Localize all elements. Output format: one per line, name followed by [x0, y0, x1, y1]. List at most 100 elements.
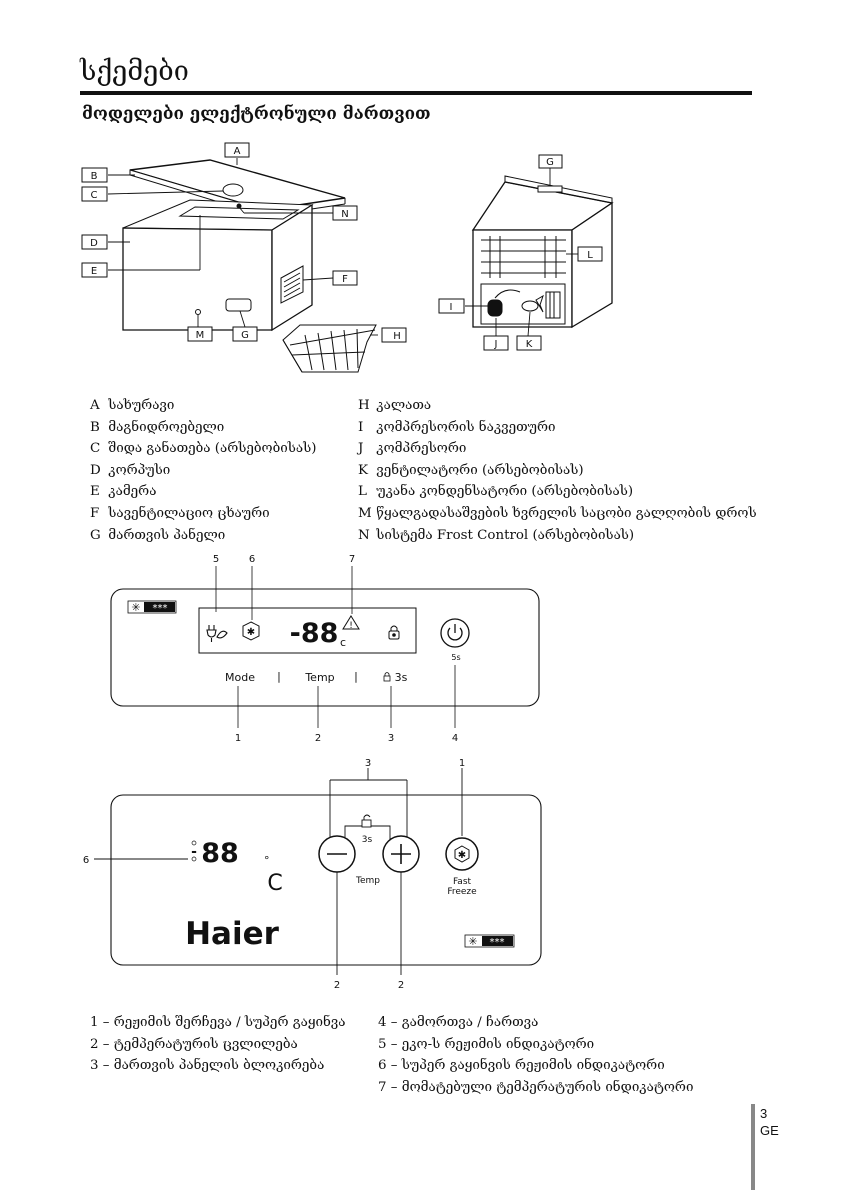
functions-list-left: 1 – რეჟიმის შერჩევა / სუპერ გაყინვა 2 – …	[90, 1012, 346, 1077]
lock-icon	[388, 625, 400, 640]
callout-g: G	[241, 330, 249, 341]
label-1: 1	[459, 758, 465, 769]
svg-text:***: ***	[490, 937, 505, 948]
panel2-indicator-icons	[191, 840, 197, 862]
callout-j: J	[494, 339, 498, 350]
legend-item: G მართვის პანელი	[90, 527, 226, 543]
callout-l: L	[587, 250, 593, 261]
label-3: 3	[388, 733, 394, 744]
label-1: 1	[235, 733, 241, 744]
title-divider	[80, 91, 752, 95]
list-item: 1 – რეჟიმის შერჩევა / სუპერ გაყინვა	[90, 1015, 346, 1030]
minus-button[interactable]	[318, 835, 356, 873]
callout-a: A	[234, 146, 241, 157]
list-item: 7 – მომატებული ტემპერატურის ინდიკატორი	[378, 1079, 694, 1095]
label-5: 5	[213, 554, 219, 565]
legend-item: J კომპრესორი	[358, 441, 467, 457]
callout-d: D	[90, 238, 98, 249]
section-subtitle: მოდელები ელექტრონული მართვით	[82, 104, 431, 124]
callout-m: M	[196, 330, 205, 341]
legend-item: D კორპუსი	[90, 462, 171, 478]
parts-legend-left: A სახურავი B მაგნიდროებელი C შიდა განათე…	[90, 395, 316, 546]
page-title: სქემები	[80, 56, 189, 87]
panel1-display-window	[198, 607, 417, 654]
separator: |	[354, 670, 358, 683]
chest-freezer-front-view	[122, 159, 377, 373]
separator: |	[277, 670, 281, 683]
svg-text:✱: ✱	[458, 850, 466, 861]
lock-hold-label: 3s	[362, 835, 373, 845]
legend-item: B მაგნიდროებელი	[90, 419, 225, 435]
panel2-unit-c: C	[267, 871, 282, 896]
control-panel-1: ✳ *** ✱ -88 c ! 5s Mode | Temp | 3s	[110, 554, 540, 744]
control-panel-2: 3 1 6 2 2 - 88 ° C 3s Temp ✱ Fast Freeze…	[83, 758, 542, 991]
svg-text:✳: ✳	[131, 601, 140, 614]
callout-f: F	[342, 274, 348, 285]
svg-text:✳: ✳	[468, 935, 477, 948]
temp-label: Temp	[355, 876, 380, 886]
warning-triangle-icon: !	[342, 615, 360, 631]
right-callout-boxes	[438, 154, 603, 351]
freezer-diagram: A B C D E N F M G H G L I J K	[81, 142, 614, 373]
callout-i: I	[450, 302, 453, 313]
panel2-frame	[110, 794, 542, 966]
page-margin-bar	[751, 1104, 755, 1190]
callout-k: K	[526, 339, 533, 350]
list-item: 5 – ეკო-ს რეჟიმის ინდიკატორი	[378, 1036, 595, 1052]
label-2: 2	[398, 980, 404, 991]
panel2-temp-display: 88	[201, 838, 239, 869]
mode-button[interactable]: Mode	[225, 671, 255, 684]
svg-text:***: ***	[153, 603, 168, 614]
label-4: 4	[452, 733, 458, 744]
brand-logo: Haier	[185, 916, 280, 952]
super-freeze-indicator-icon: ✱	[242, 621, 260, 641]
power-hold-label: 5s	[451, 653, 460, 662]
panel1-stars-badge: ✳ ***	[127, 600, 177, 614]
panel1-temp-unit: c	[340, 636, 346, 649]
eco-plug-icon	[206, 625, 228, 642]
list-item: 4 – გამორთვა / ჩართვა	[378, 1015, 539, 1030]
legend-item: L უკანა კონდენსატორი (არსებობისას)	[358, 484, 634, 500]
legend-item: M წყალგადასაშვების ხვრელის საცობი გალღობ…	[358, 505, 757, 521]
svg-text:!: !	[349, 621, 353, 631]
functions-list-right: 4 – გამორთვა / ჩართვა 5 – ეკო-ს რეჟიმის …	[378, 1012, 693, 1098]
callout-b: B	[91, 171, 98, 182]
fast-freeze-label-2: Freeze	[447, 887, 477, 897]
panel2-stars-badge: ✳ ***	[464, 934, 515, 948]
lock-button[interactable]: 3s	[395, 671, 408, 684]
right-callout-leaders	[465, 168, 578, 337]
label-7: 7	[349, 554, 355, 565]
callout-n: N	[341, 209, 348, 220]
plus-button[interactable]	[382, 835, 420, 873]
fast-freeze-label-1: Fast	[453, 877, 472, 887]
page-number: 3	[760, 1106, 768, 1121]
callout-g-rear: G	[546, 157, 554, 168]
temp-button[interactable]: Temp	[304, 671, 334, 684]
svg-text:✱: ✱	[247, 627, 255, 638]
panel1-temp-display: -88	[290, 618, 339, 649]
language-code: GE	[760, 1123, 779, 1138]
label-6: 6	[249, 554, 255, 565]
callout-h: H	[393, 331, 401, 342]
list-item: 3 – მართვის პანელის ბლოკირება	[90, 1058, 325, 1073]
panel2-lock-icon	[361, 814, 372, 828]
panel2-degree: °	[264, 854, 270, 867]
legend-item: H კალათა	[358, 398, 432, 413]
small-lock-icon	[383, 672, 391, 682]
legend-item: E კამერა	[90, 484, 157, 500]
label-2: 2	[334, 980, 340, 991]
chest-freezer-rear-view	[471, 175, 614, 329]
panel1-frame	[110, 588, 540, 707]
left-callout-boxes	[81, 142, 407, 343]
legend-item: N სისტემა Frost Control (არსებობისას)	[358, 527, 635, 543]
label-6: 6	[83, 855, 89, 866]
list-item: 2 – ტემპერატურის ცვლილება	[90, 1036, 298, 1052]
fast-freeze-button[interactable]: ✱	[445, 837, 479, 871]
label-3: 3	[365, 758, 371, 769]
legend-item: K ვენტილატორი (არსებობისას)	[358, 462, 584, 478]
legend-item: A სახურავი	[90, 398, 175, 413]
power-button[interactable]	[440, 618, 470, 648]
parts-legend-right: H კალათა I კომპრესორის ნაკვეთური J კომპრ…	[358, 395, 757, 546]
panel2-minus-sign: -	[191, 844, 197, 860]
legend-item: C შიდა განათება (არსებობისას)	[90, 441, 317, 457]
